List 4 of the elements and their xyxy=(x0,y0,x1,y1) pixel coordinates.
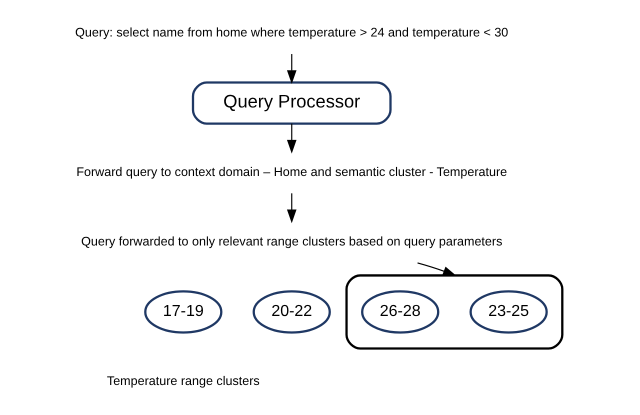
label: Temperature range clusters xyxy=(106,374,260,388)
node-text: Query forwarded to only relevant range clusters based on query parameters xyxy=(81,234,502,249)
node-text: Query: select name from home where temperature > 24 and temperature < 30 xyxy=(75,26,508,40)
node-text: Forward query to context domain – Home and semantic cluster - Temperature xyxy=(76,164,508,179)
